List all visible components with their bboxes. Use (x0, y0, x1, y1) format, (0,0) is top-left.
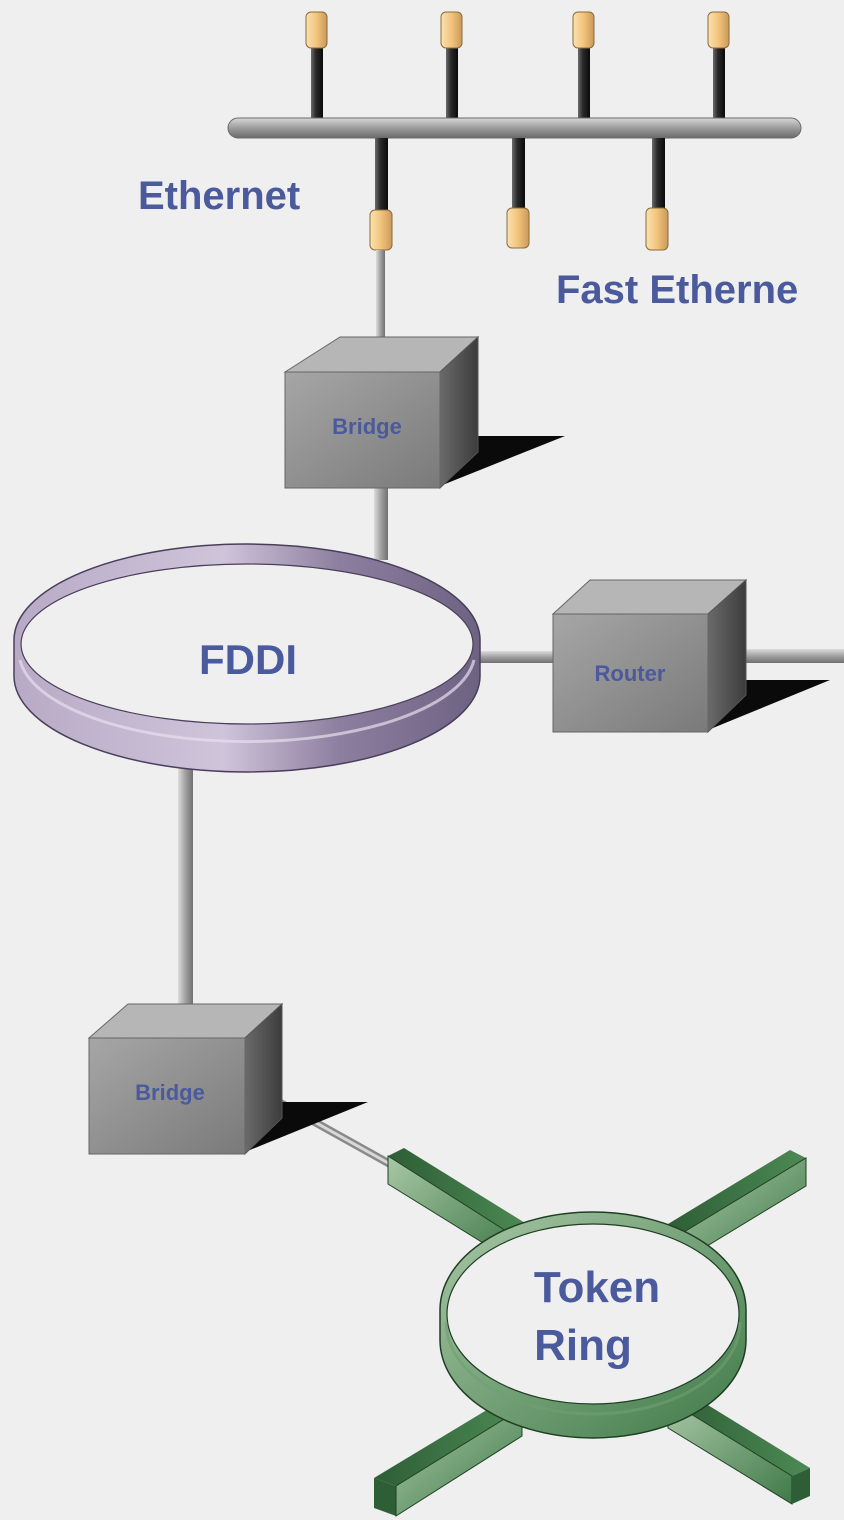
bridge-top-label: Bridge (332, 414, 402, 439)
token-ring-arm-bottom-right (667, 1394, 810, 1505)
bus-tap-3 (572, 11, 595, 120)
fast-ethernet-label: Fast Etherne (556, 268, 798, 312)
token-ring-arm-bottom-left (374, 1402, 523, 1517)
bus-tap-4 (707, 11, 730, 120)
bus-tap-5 (369, 138, 393, 251)
bridge-bottom-label: Bridge (135, 1080, 205, 1105)
bridge-top-box: Bridge (283, 335, 565, 490)
wire-router-out (716, 649, 844, 663)
token-ring: Token Ring (374, 1148, 810, 1517)
token-ring-label-line2: Ring (534, 1321, 632, 1370)
bus-bar (227, 117, 802, 139)
router-box: Router (551, 578, 830, 734)
fddi-label: FDDI (199, 636, 297, 683)
bus-tap-6 (506, 138, 530, 249)
bridge-bottom-box: Bridge (87, 1002, 368, 1156)
bus-tap-7 (645, 138, 669, 251)
ethernet-label: Ethernet (138, 174, 300, 218)
wire-bridge-to-fddi (374, 488, 388, 560)
wire-fddi-to-router (478, 651, 554, 663)
bus-tap-2 (440, 11, 463, 120)
fddi-ring: FDDI (13, 543, 481, 773)
bus-tap-1 (305, 11, 328, 120)
wire-fddi-to-bridge-bottom (178, 768, 193, 1020)
ethernet-bus (227, 11, 802, 251)
router-label: Router (595, 661, 666, 686)
token-ring-label-line1: Token (534, 1263, 660, 1312)
wire-bus-to-bridge (376, 250, 385, 360)
